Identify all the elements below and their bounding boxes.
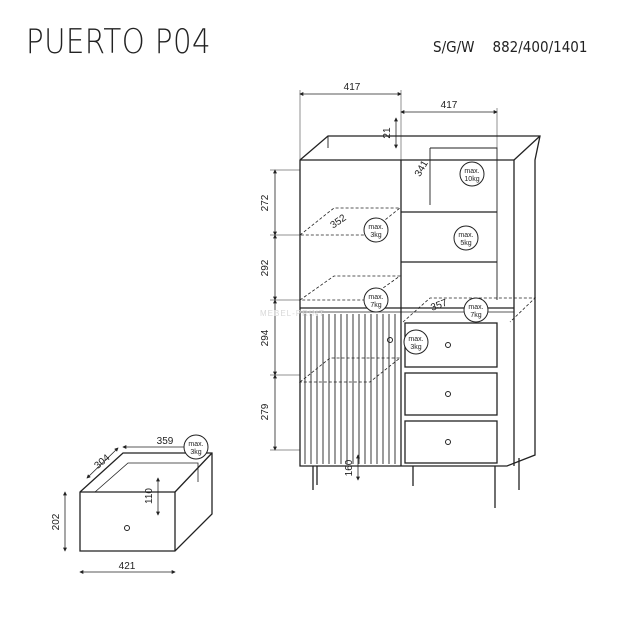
load-badge: max. 3kg <box>363 217 389 243</box>
load-badge: max. 7kg <box>463 297 489 323</box>
svg-text:max.: max. <box>188 441 203 448</box>
shelf-guides <box>298 207 536 383</box>
svg-text:7kg: 7kg <box>470 312 481 319</box>
svg-text:3kg: 3kg <box>190 449 201 456</box>
dim-shelf-depth-left: 352 <box>329 212 349 231</box>
dim-h-272: 272 <box>260 194 271 211</box>
dim-drawer-width: 421 <box>119 561 136 572</box>
finish-code: S/G/W <box>433 38 475 56</box>
svg-text:max.: max. <box>408 336 423 343</box>
dim-top-panel: 21 <box>382 127 393 139</box>
svg-text:max.: max. <box>458 232 473 239</box>
svg-text:max.: max. <box>468 304 483 311</box>
fluted-door <box>304 314 396 464</box>
svg-text:3kg: 3kg <box>410 344 421 351</box>
svg-text:7kg: 7kg <box>370 302 381 309</box>
watermark: MEBEL-PRINT <box>260 309 325 318</box>
load-badge: max. 5kg <box>453 225 479 251</box>
drawer-detail <box>63 445 213 574</box>
dim-h-279: 279 <box>260 403 271 420</box>
svg-text:10kg: 10kg <box>464 176 479 183</box>
dim-shelf-depth-right: 357 <box>429 297 449 313</box>
svg-text:max.: max. <box>368 224 383 231</box>
dim-width-right: 417 <box>441 100 458 111</box>
load-badge: max. 10kg <box>459 161 485 187</box>
dim-h-292: 292 <box>260 259 271 276</box>
product-meta: S/G/W 882/400/1401 <box>433 38 587 56</box>
dim-drawer-inner-height: 110 <box>144 488 155 504</box>
dimension-labels: 417 417 21 341 272 292 294 279 352 357 1… <box>51 82 458 572</box>
load-badge: max. 3kg <box>403 329 429 355</box>
cabinet <box>299 135 541 508</box>
load-badges: max. 10kg max. 3kg max. 5kg max. 7kg max… <box>183 161 489 460</box>
load-badge: max. 3kg <box>183 434 209 460</box>
dim-h-294: 294 <box>260 329 271 346</box>
overall-dimensions: 882/400/1401 <box>492 38 588 56</box>
svg-text:3kg: 3kg <box>370 232 381 239</box>
dimension-lines <box>270 90 498 481</box>
dim-drawer-depth: 304 <box>92 452 112 471</box>
product-title: PUERTO P04 <box>26 22 212 62</box>
svg-text:max.: max. <box>368 294 383 301</box>
dim-drawer-height: 202 <box>51 513 62 530</box>
dim-width-left: 417 <box>344 82 361 93</box>
knobs <box>387 337 451 445</box>
dim-depth-right-top: 341 <box>413 158 431 178</box>
load-badge: max. 7kg <box>363 287 389 313</box>
svg-text:5kg: 5kg <box>460 240 471 247</box>
svg-text:max.: max. <box>464 168 479 175</box>
dim-drawer-inner-width: 359 <box>157 436 174 447</box>
dim-leg-height: 160 <box>344 459 355 476</box>
